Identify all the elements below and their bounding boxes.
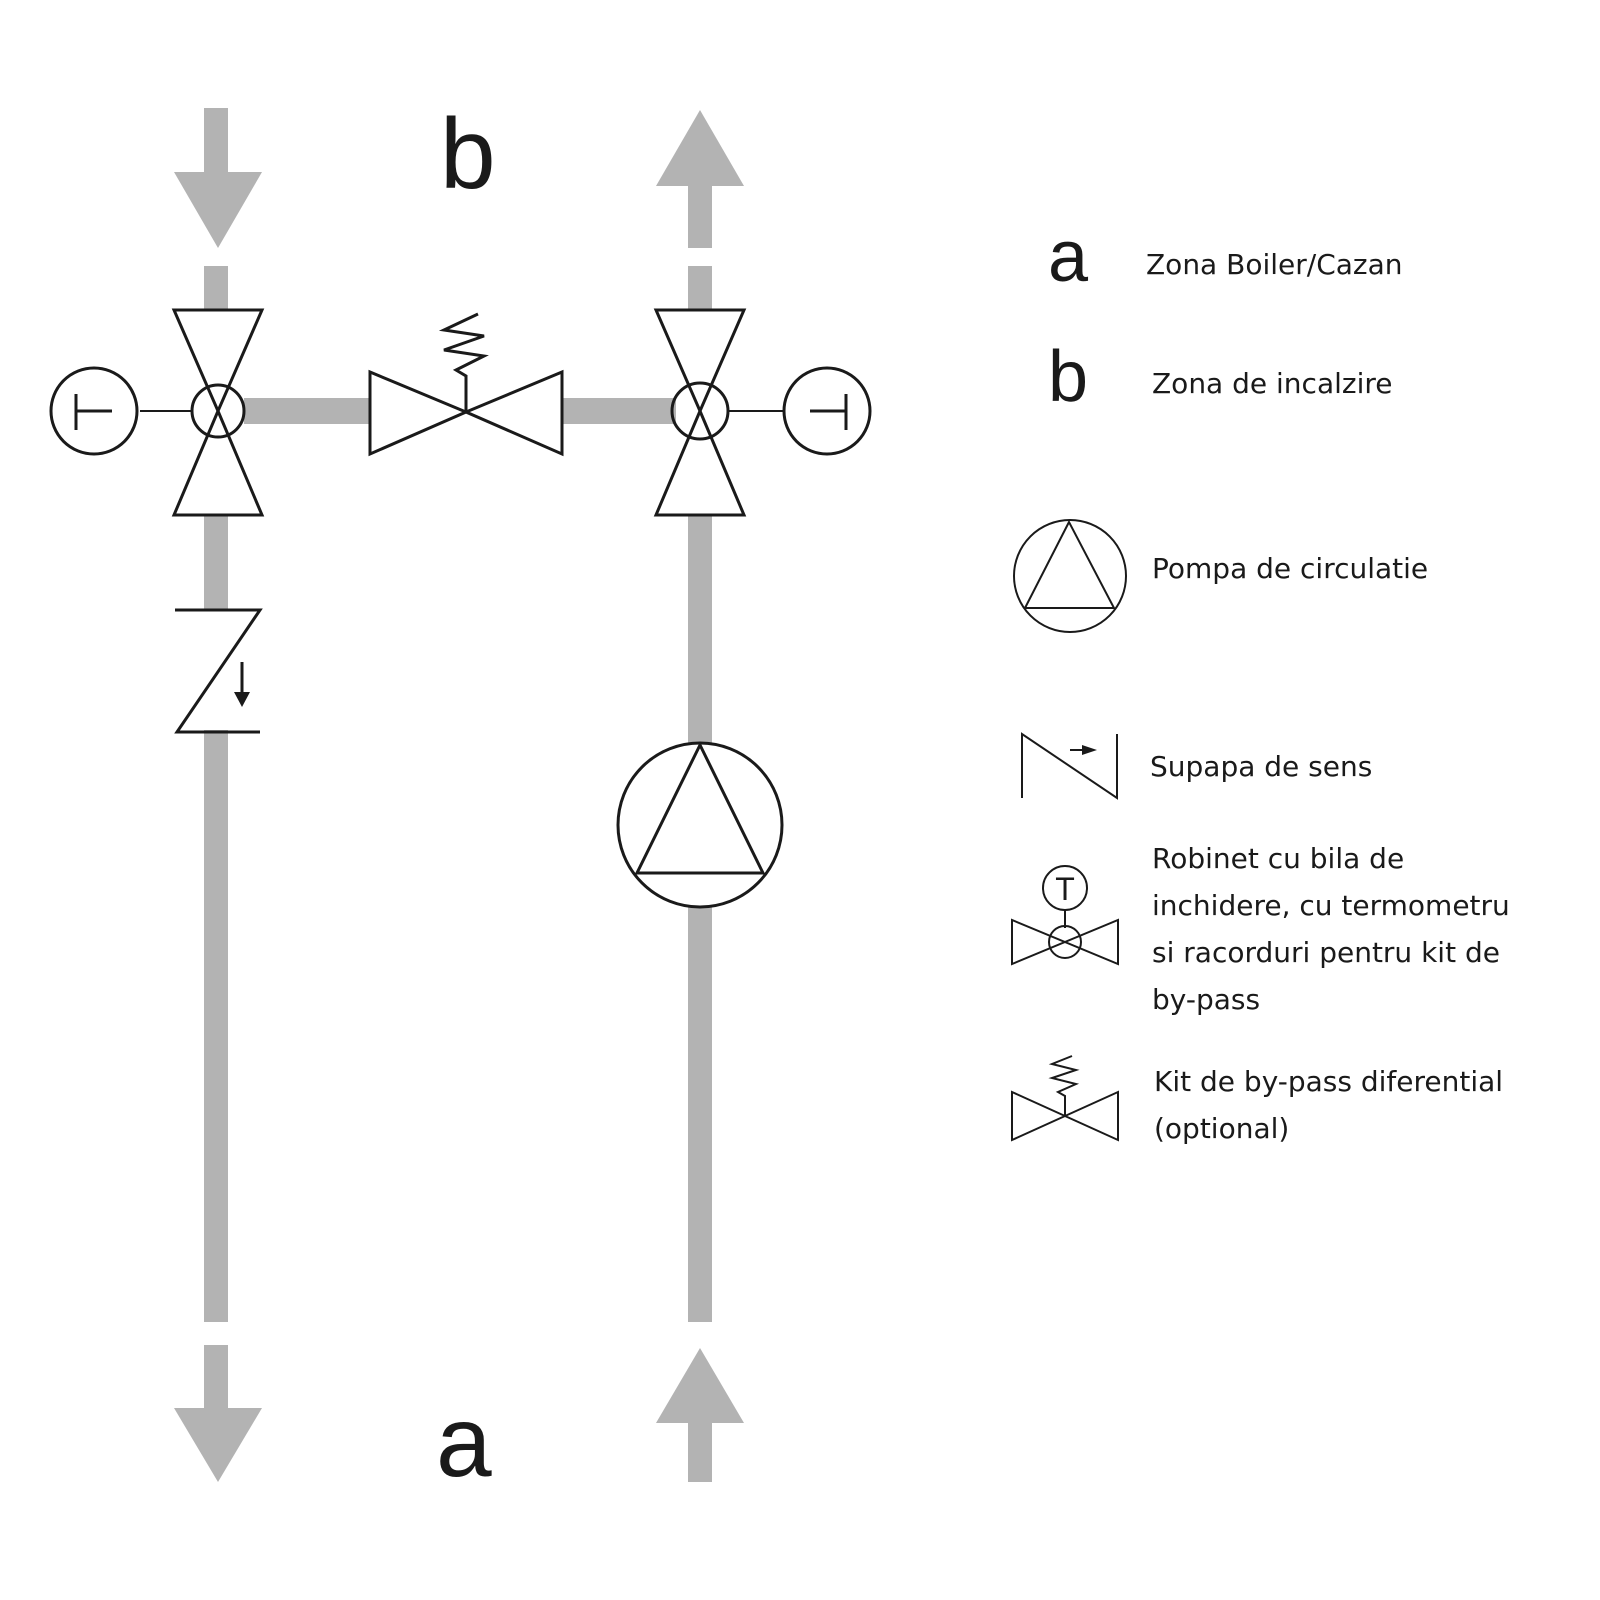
left-pipe: [174, 108, 262, 1482]
left-pipe-segment-top: [204, 266, 228, 310]
legend-label-line-1: Kit de by-pass diferential: [1154, 1065, 1503, 1098]
legend-symbol-a: a: [1048, 217, 1089, 297]
legend-label: Supapa de sens: [1150, 750, 1372, 783]
thermometer-glyph: T: [1055, 871, 1075, 907]
legend-label: Pompa de circulatie: [1152, 552, 1428, 585]
valve-bottom-triangle: [653, 407, 747, 517]
legend-item-bypass-kit: Kit de by-pass diferential (optional): [1011, 1055, 1503, 1145]
arrow-down-icon: [234, 662, 250, 707]
left-pipe-segment-bottom: [204, 730, 228, 1322]
valve-top-triangle: [653, 308, 747, 415]
legend-label: Zona Boiler/Cazan: [1146, 248, 1403, 281]
legend-label: Zona de incalzire: [1152, 367, 1392, 400]
legend-item-b: b Zona de incalzire: [1048, 337, 1392, 417]
bypass-pipe: [244, 398, 676, 424]
legend-item-ball-valve: T Robinet cu bila de inchidere, cu termo…: [1011, 842, 1510, 1016]
bypass-kit-icon: [1011, 1055, 1119, 1142]
right-pipe: [656, 110, 744, 1482]
thermometer-icon: [74, 394, 112, 430]
legend-symbol-b: b: [1048, 337, 1088, 417]
valve-top-triangle: [171, 308, 265, 415]
zone-label-top: b: [440, 98, 496, 210]
check-valve-icon: [1021, 732, 1118, 800]
bypass-kit: [368, 312, 564, 457]
right-inflow-arrow-shaft: [688, 1420, 712, 1482]
right-pipe-segment-top: [688, 266, 712, 310]
pump-triangle-icon: [634, 741, 766, 875]
right-pipe-segment-bottom: [688, 904, 712, 1322]
bypass-right-triangle: [462, 369, 564, 457]
legend-item-check-valve: Supapa de sens: [1021, 732, 1372, 800]
supply-ball-valve: [49, 308, 265, 517]
circulation-pump: [616, 741, 784, 909]
check-valve: [174, 608, 263, 734]
legend-label-line-1: Robinet cu bila de: [1152, 842, 1404, 875]
left-inflow-arrow-head: [174, 172, 262, 248]
pump-circle: [616, 741, 784, 909]
legend-label-line-2: (optional): [1154, 1112, 1289, 1145]
legend: a Zona Boiler/Cazan b Zona de incalzire …: [1011, 217, 1510, 1145]
thermometer-icon: [810, 394, 848, 430]
right-pipe-segment-mid: [688, 516, 712, 746]
bypass-pipe-right: [560, 398, 676, 424]
legend-label-line-2: inchidere, cu termometru: [1152, 889, 1510, 922]
check-valve-body: [174, 608, 263, 734]
legend-label-line-4: by-pass: [1152, 983, 1260, 1016]
left-outflow-arrow-shaft: [204, 1345, 228, 1413]
bypass-left-triangle: [368, 369, 470, 457]
legend-label-line-3: si racorduri pentru kit de: [1152, 936, 1500, 969]
ball-valve-thermometer-icon: T: [1011, 865, 1119, 966]
return-ball-valve: [653, 308, 872, 517]
right-inflow-arrow-head: [656, 1348, 744, 1423]
legend-item-a: a Zona Boiler/Cazan: [1048, 217, 1403, 297]
valve-bottom-triangle: [171, 407, 265, 517]
bypass-pipe-left: [244, 398, 372, 424]
zone-label-bottom: a: [436, 1386, 492, 1498]
right-outflow-arrow-shaft: [688, 184, 712, 248]
left-pipe-segment-mid: [204, 516, 228, 610]
spring-icon: [438, 312, 489, 412]
right-outflow-arrow-head: [656, 110, 744, 186]
pump-icon: [1013, 519, 1127, 633]
left-outflow-arrow-head: [174, 1408, 262, 1482]
legend-item-pump: Pompa de circulatie: [1013, 519, 1428, 633]
